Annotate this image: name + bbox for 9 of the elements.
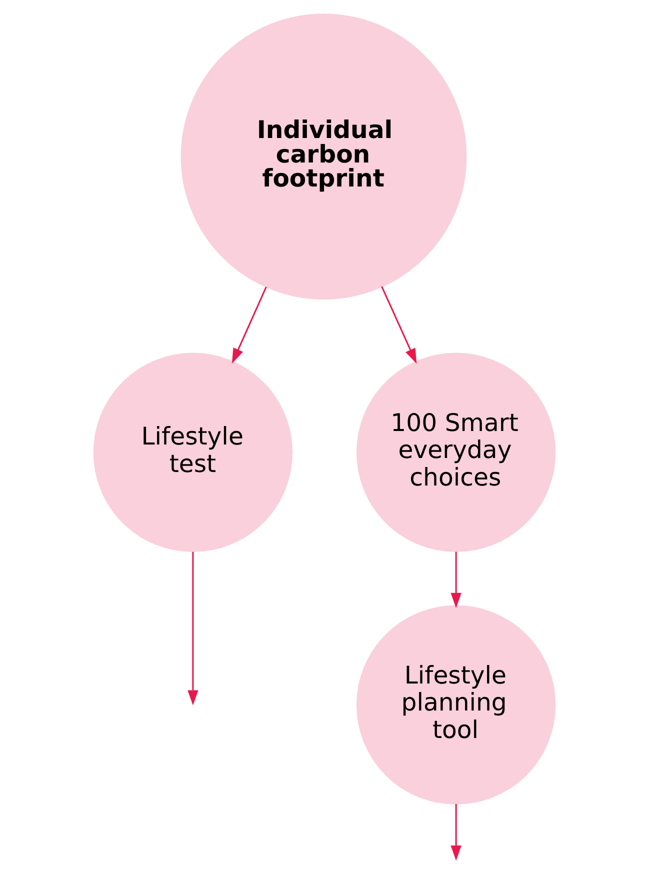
arrow bbox=[187, 552, 198, 706]
node-circle: 100 Smart everyday choices bbox=[356, 352, 556, 552]
node-circle: Lifestyle test bbox=[92, 352, 292, 552]
arrow bbox=[231, 286, 266, 364]
node-circle: Individual carbon footprint bbox=[180, 14, 466, 300]
arrow bbox=[450, 552, 461, 608]
node-circle: Lifestyle planning tool bbox=[356, 605, 556, 804]
arrow bbox=[450, 804, 461, 861]
arrow bbox=[380, 286, 416, 364]
